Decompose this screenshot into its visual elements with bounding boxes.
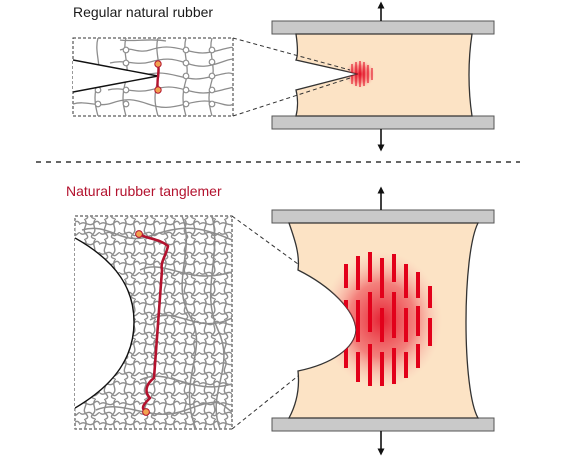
bottom-lower-grip [271,417,495,432]
bottom-zoom-line-lower [231,375,299,430]
top-inset-network [73,38,233,116]
bottom-panel [74,186,495,456]
top-upper-grip [271,20,495,35]
bottom-stress-bars [344,252,432,386]
top-panel [72,1,495,152]
top-zoom-line-upper [232,37,351,71]
top-sample [295,33,473,117]
bottom-crosslink-upper [135,230,143,238]
bottom-upper-grip [271,209,495,224]
regular-rubber-title: Regular natural rubber [73,4,214,20]
bottom-red-chain [138,232,170,414]
tanglemer-title: Natural rubber tanglemer [66,183,222,199]
top-crosslink-upper [154,60,162,68]
top-red-chain [156,63,160,91]
bottom-crosslink-lower [142,408,150,416]
top-lower-grip [271,115,495,130]
top-crosslink-lower [154,86,162,94]
bottom-inset-network [75,216,232,429]
